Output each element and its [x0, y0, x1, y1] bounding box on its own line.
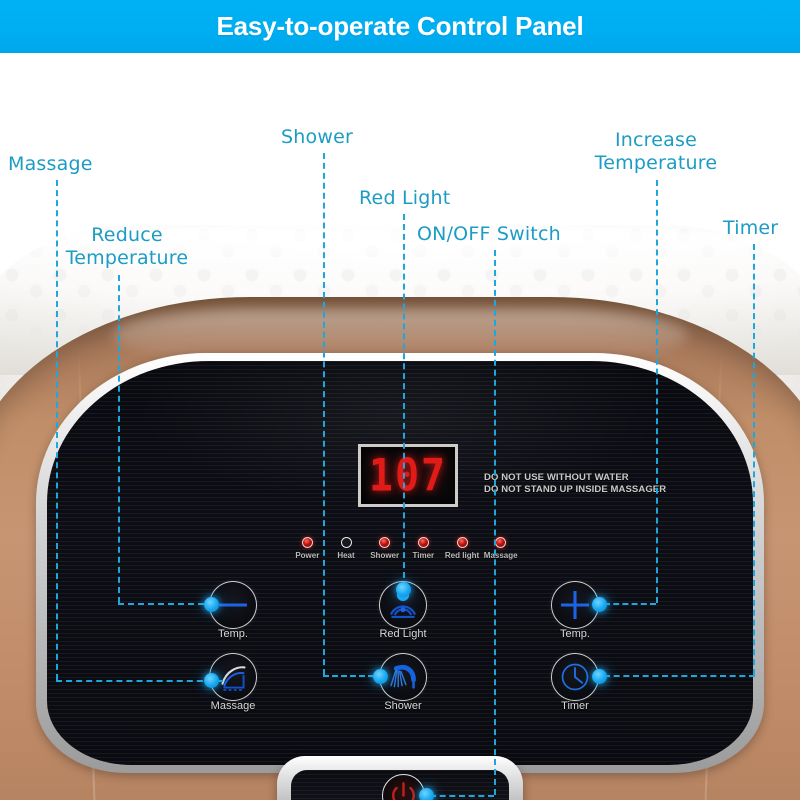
warning-line-1: DO NOT USE WITHOUT WATER	[484, 472, 629, 483]
warning-line-2: DO NOT STAND UP INSIDE MASSAGER	[484, 484, 667, 495]
callout-label-reduce-temperature: Reduce Temperature	[65, 224, 189, 269]
indicator-timer: Timer	[404, 537, 443, 560]
power-button[interactable]	[382, 774, 425, 800]
callout-line-shower-horizontal	[323, 675, 374, 677]
timer-button[interactable]	[551, 653, 599, 701]
callout-line-reduce-temp-horizontal	[118, 603, 204, 605]
callout-label-timer: Timer	[723, 217, 779, 239]
indicator-label: Timer	[412, 551, 435, 560]
shower-label: Shower	[384, 700, 422, 712]
callout-node-shower	[373, 669, 388, 684]
callout-node-timer	[592, 669, 607, 684]
led-indicator-icon	[340, 537, 352, 548]
led-display-value: 107	[368, 449, 448, 502]
rim-highlight	[0, 229, 800, 275]
indicator-red-light: Red light	[443, 537, 482, 560]
indicator-label: Red light	[444, 551, 480, 560]
indicator-label: Power	[295, 551, 320, 560]
indicator-led-row: Power Heat Shower Timer Red light Massag…	[288, 537, 520, 575]
callout-node-onoff-switch	[419, 788, 434, 800]
callout-label-massage: Massage	[8, 153, 93, 175]
clock-icon	[561, 663, 589, 691]
product-photo: 107 DO NOT USE WITHOUT WATER DO NOT STAN…	[0, 53, 800, 800]
led-indicator-icon	[301, 537, 313, 548]
callout-line-onoff-vertical	[494, 250, 496, 795]
temp-increase-label: Temp.	[560, 628, 590, 640]
callout-line-timer-horizontal	[604, 675, 755, 677]
led-indicator-icon	[379, 537, 391, 548]
callout-line-increase-temp-horizontal	[604, 603, 656, 605]
led-display: 107	[358, 444, 458, 507]
indicator-label: Massage	[483, 551, 518, 560]
callout-line-increase-temp-vertical	[656, 180, 658, 603]
massage-wave-icon	[221, 666, 246, 691]
indicator-heat: Heat	[327, 537, 366, 560]
callout-line-reduce-temp-vertical	[118, 275, 120, 603]
callout-label-shower: Shower	[281, 126, 353, 148]
plus-icon	[561, 591, 589, 619]
header-banner: Easy-to-operate Control Panel	[0, 0, 800, 53]
callout-line-red-light-vertical	[403, 214, 405, 588]
massage-label: Massage	[210, 700, 256, 712]
temp-increase-button[interactable]	[551, 581, 599, 629]
callout-line-massage-horizontal	[56, 680, 223, 682]
indicator-shower: Shower	[365, 537, 404, 560]
callout-label-onoff-switch: ON/OFF Switch	[417, 223, 561, 245]
callout-line-onoff-horizontal	[430, 795, 494, 797]
temp-decrease-button[interactable]	[209, 581, 257, 629]
showerhead-icon	[390, 664, 416, 689]
minus-icon	[219, 603, 247, 607]
indicator-label: Heat	[337, 551, 355, 560]
indicator-massage: Massage	[481, 537, 520, 560]
indicator-label: Shower	[370, 551, 400, 560]
led-indicator-icon	[417, 537, 429, 548]
callout-node-red-light	[396, 582, 411, 597]
page-title: Easy-to-operate Control Panel	[216, 11, 584, 41]
callout-line-massage-vertical	[56, 180, 58, 680]
callout-node-massage	[204, 673, 219, 688]
callout-line-shower-vertical	[323, 153, 325, 675]
temp-decrease-label: Temp.	[218, 628, 248, 640]
callout-node-increase-temperature	[592, 597, 607, 612]
power-icon	[392, 782, 415, 800]
led-indicator-icon	[456, 537, 468, 548]
callout-label-red-light: Red Light	[359, 187, 451, 209]
red-light-label: Red Light	[379, 628, 427, 640]
callout-label-increase-temperature: Increase Temperature	[594, 129, 718, 174]
indicator-power: Power	[288, 537, 327, 560]
body-gloss-highlight	[112, 309, 688, 361]
led-indicator-icon	[495, 537, 507, 548]
callout-line-timer-vertical	[753, 244, 755, 675]
callout-node-reduce-temperature	[204, 597, 219, 612]
warning-text: DO NOT USE WITHOUT WATER DO NOT STAND UP…	[484, 472, 714, 496]
timer-label: Timer	[561, 700, 589, 712]
